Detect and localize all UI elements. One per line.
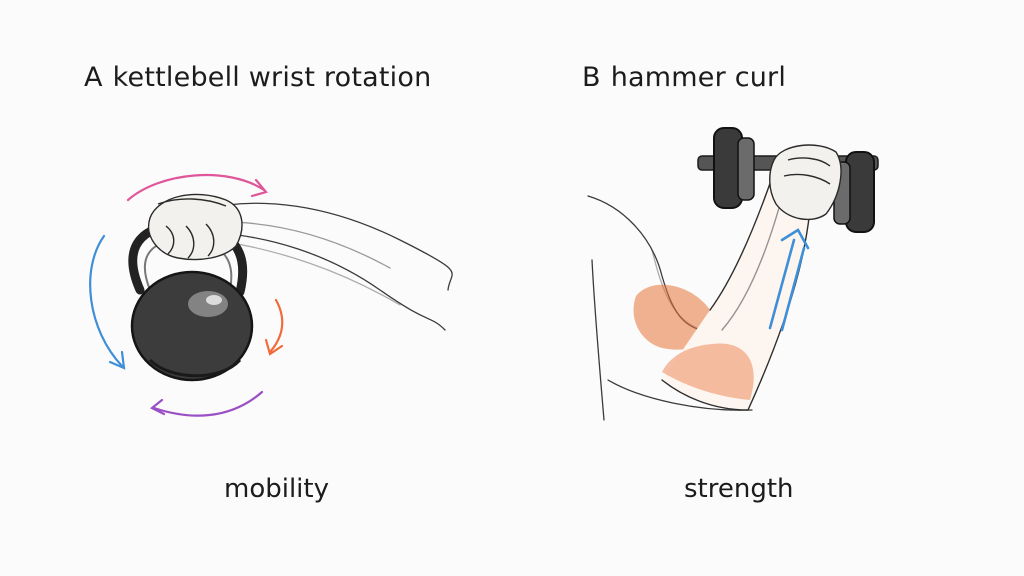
panel-a-title-text: kettlebell wrist rotation [112, 62, 432, 93]
panel-a-caption: mobility [224, 474, 329, 504]
panel-b-caption: strength [684, 474, 794, 504]
kettlebell-illustration [89, 174, 453, 417]
rotation-arrow-left [89, 234, 126, 370]
fist-grip [769, 144, 842, 221]
rotation-arrow-right [264, 298, 284, 356]
hand-grip [147, 193, 243, 261]
kettlebell-bell [130, 270, 254, 382]
panel-b-letter: B [582, 62, 601, 93]
rotation-arrow-top [126, 174, 268, 202]
panel-b-title-text: hammer curl [610, 62, 787, 93]
forearm-muscle [662, 343, 754, 400]
hammer-curl-illustration [587, 127, 879, 421]
rotation-arrow-bottom [149, 390, 264, 417]
strength-arrow [768, 228, 810, 332]
biceps-muscle [633, 284, 713, 350]
panel-a-letter: A [84, 62, 103, 93]
